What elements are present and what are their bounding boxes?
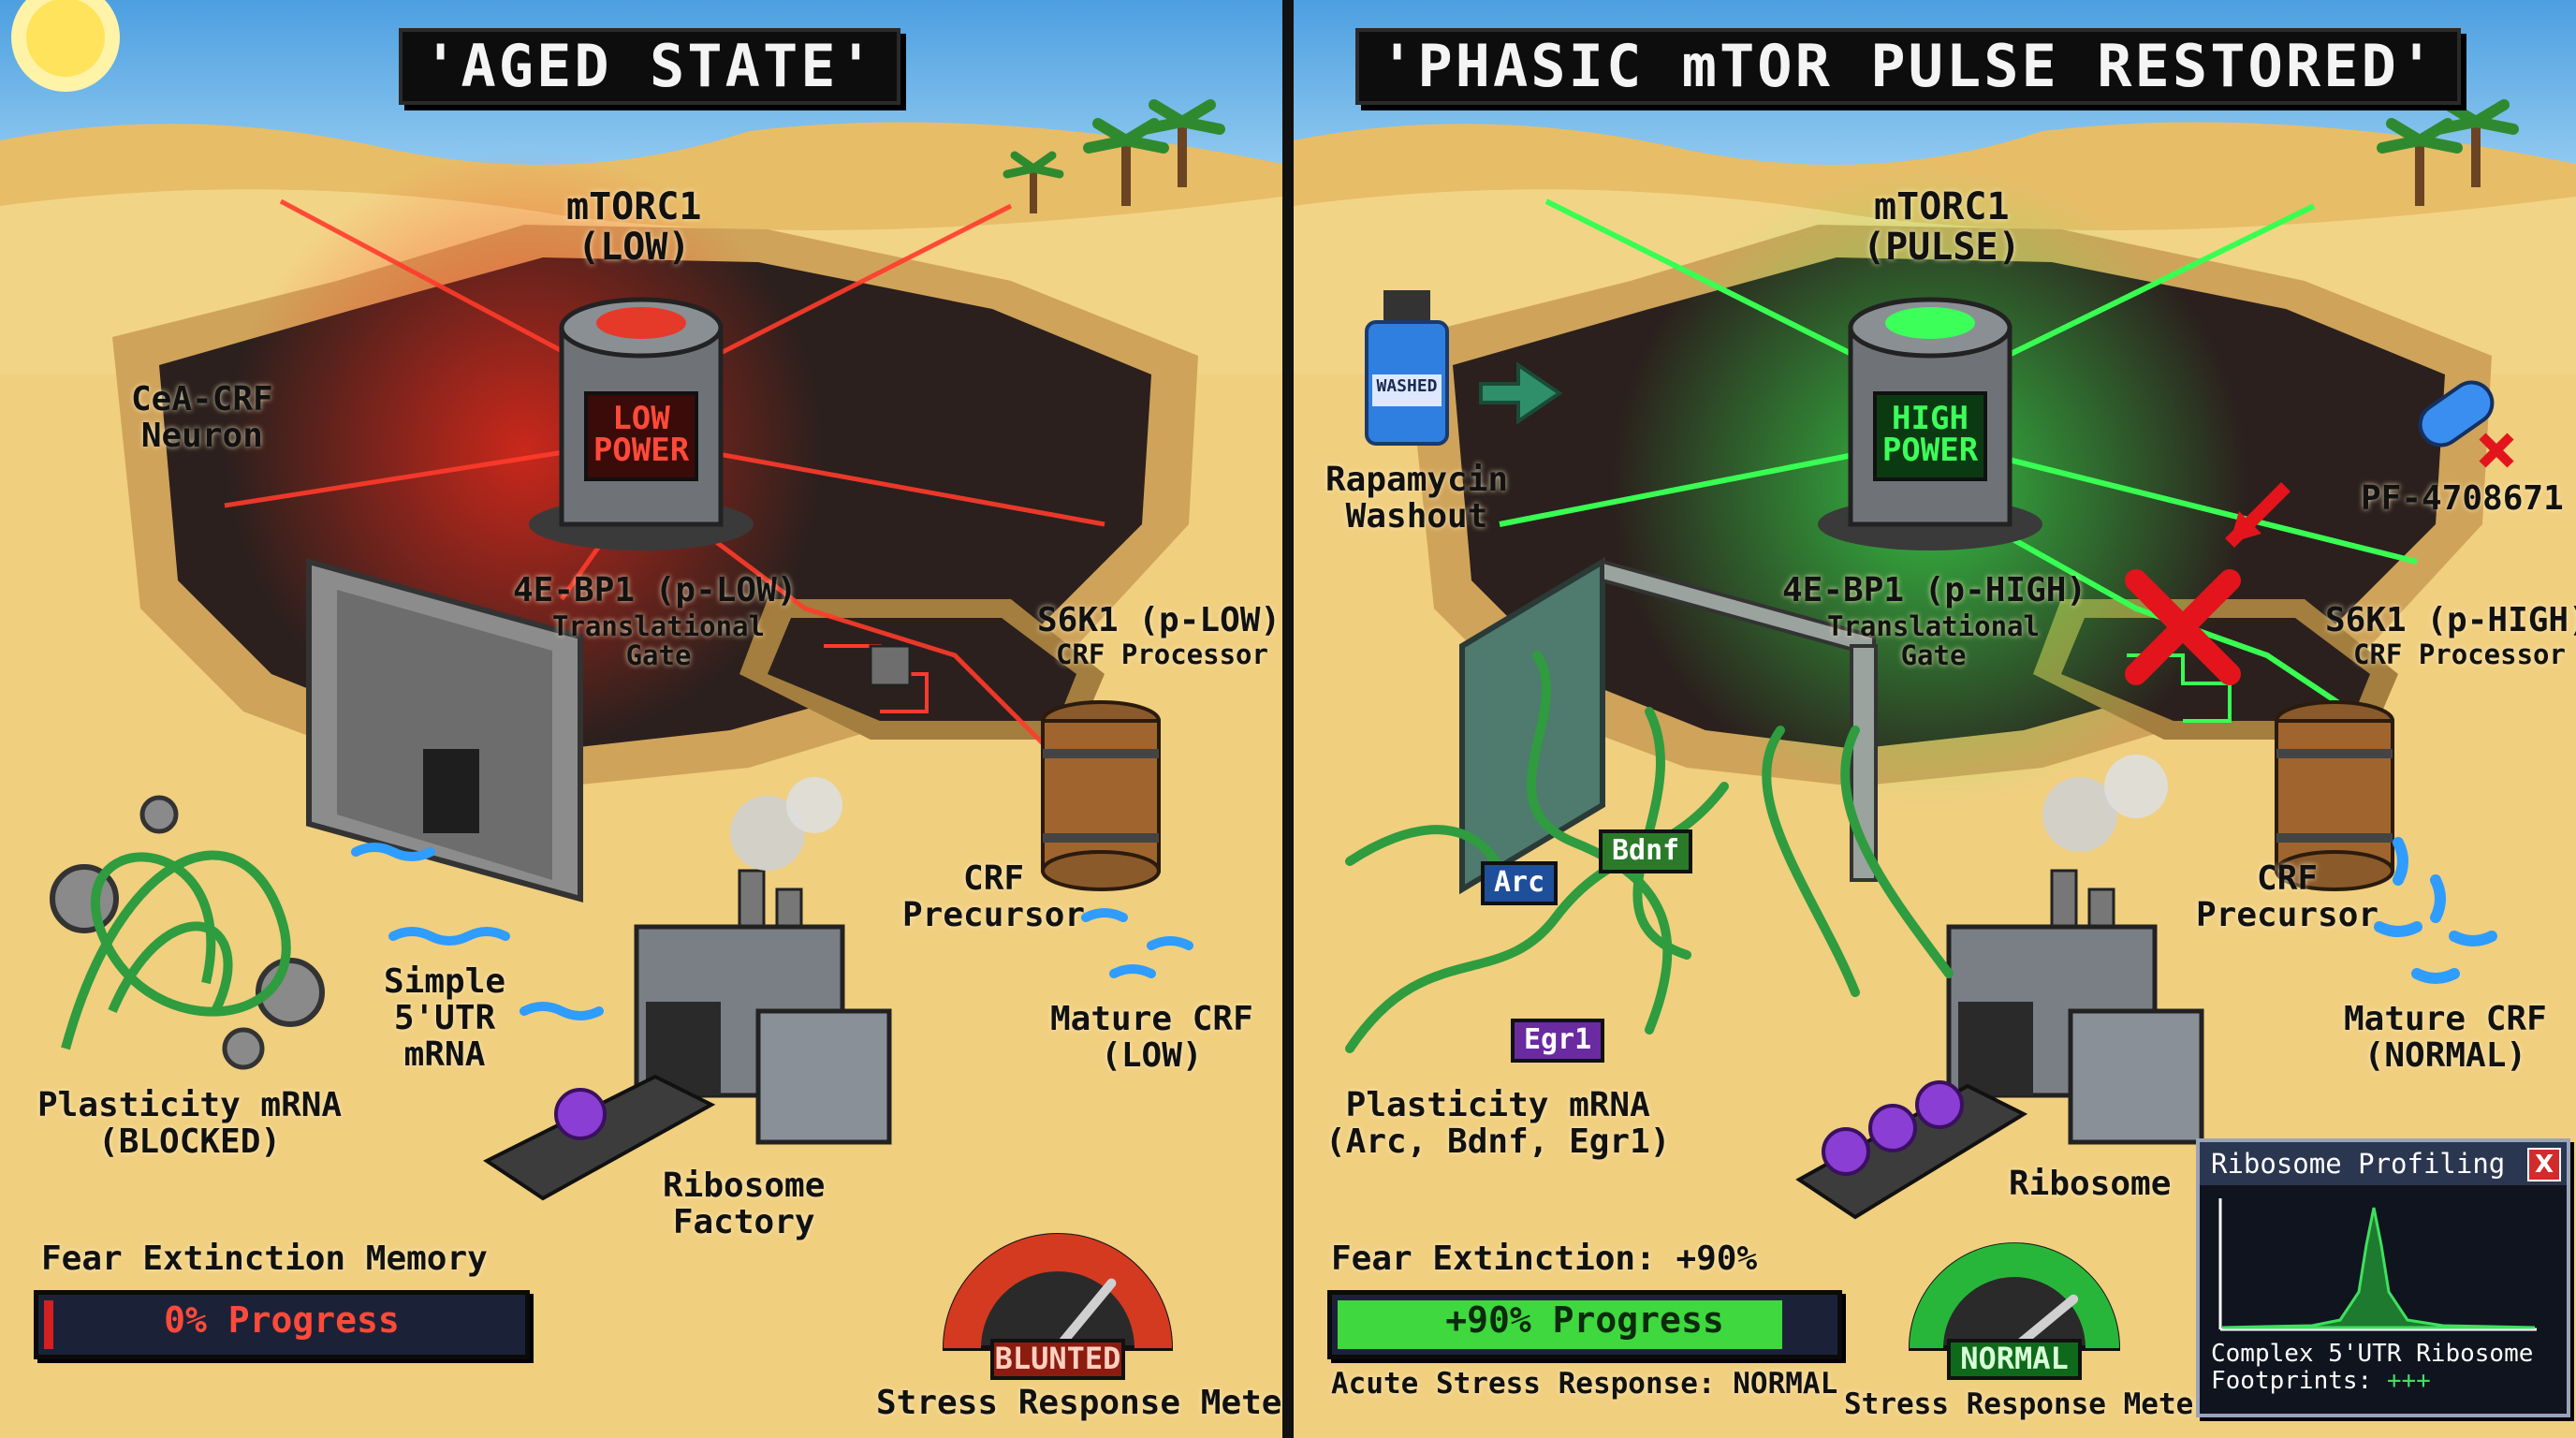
gauge-caption: Stress Response Meter: [876, 1384, 1282, 1422]
egr1-tag: Egr1: [1511, 1019, 1605, 1063]
footprint-plus: +++: [2386, 1366, 2431, 1395]
s6k1-label: S6K1 (p-HIGH): [2325, 601, 2576, 639]
panel-title: 'PHASIC mTOR PULSE RESTORED': [1355, 28, 2462, 105]
gate-sublabel: Translational Gate: [1827, 610, 2040, 672]
s6k1-sublabel: CRF Processor: [1056, 638, 1268, 670]
crf-precursor-label: CRF Precursor: [2196, 859, 2379, 934]
bottle-label: WASHED: [1376, 376, 1438, 396]
acute-stress-label: Acute Stress Response: NORMAL: [1331, 1367, 1838, 1401]
stress-gauge-icon: [1908, 1242, 2121, 1380]
tangled-mrna-gears-icon: [50, 795, 325, 1070]
palm-tree-icon: [2377, 99, 2519, 206]
fear-progress-bar: +90% Progress: [1327, 1290, 1842, 1359]
profile-plot: [2218, 1198, 2537, 1331]
s6k1-label: S6K1 (p-LOW): [1037, 601, 1281, 639]
mtorc1-reactor: [1818, 297, 2042, 550]
fear-extinction-label: Fear Extinction Memory: [41, 1240, 488, 1278]
mrna-strands: [351, 843, 1193, 1020]
translational-gate: [306, 558, 583, 902]
window-title: Ribosome Profiling: [2200, 1142, 2567, 1185]
gauge-value: BLUNTED: [994, 1341, 1121, 1376]
fear-extinction-label: Fear Extinction: +90%: [1331, 1240, 1758, 1278]
s6k1-sublabel: CRF Processor: [2353, 638, 2566, 670]
s6k1-chip: [824, 644, 929, 713]
s6k1-blocked-icon: [2125, 569, 2241, 723]
mtorc1-reactor: [529, 297, 754, 550]
ribosome-factory-icon: [1795, 755, 2204, 1220]
gate-sublabel: Translational Gate: [552, 610, 765, 672]
ribosome-factory-icon: [483, 777, 892, 1201]
crf-precursor-label: CRF Precursor: [902, 859, 1086, 934]
pill-blocked-icon: [2418, 380, 2514, 468]
progress-text: 0% Progress: [164, 1299, 400, 1341]
arrow-right-icon: [1479, 361, 1563, 425]
stress-gauge-icon: [942, 1233, 1174, 1380]
open-translational-gate: [1459, 556, 1878, 895]
reactor-screen: HIGH POWER: [1881, 400, 1979, 469]
plasticity-mrna-label: Plasticity mRNA (Arc, Bdnf, Egr1): [1325, 1086, 1671, 1161]
mature-crf-label: Mature CRF (NORMAL): [2344, 1000, 2547, 1075]
rapamycin-label: Rapamycin Washout: [1325, 461, 1509, 536]
pf-inhibitor-label: PF-4708671: [2361, 479, 2564, 518]
reactor-screen: LOW POWER: [593, 400, 690, 469]
mtorc1-label: mTORC1 (LOW): [566, 185, 702, 270]
mtorc1-label: mTORC1 (PULSE): [1863, 185, 2021, 270]
crf-barrel-icon: [1041, 700, 1161, 891]
crf-barrel-icon: [2275, 700, 2394, 891]
neuron-label: CeA-CRF Neuron: [131, 380, 273, 455]
simple-mrna-label: Simple 5'UTR mRNA: [384, 962, 506, 1074]
mature-crf-label: Mature CRF (LOW): [1050, 1000, 1253, 1075]
sun-icon: [11, 0, 120, 92]
bdnf-tag: Bdnf: [1599, 829, 1693, 873]
restored-panel: 'PHASIC mTOR PULSE RESTORED' mTORC1 (PUL…: [1294, 0, 2576, 1438]
palm-tree-icon: [1003, 99, 1225, 213]
gauge-caption: Stress Response Meter: [1844, 1387, 2211, 1421]
panel-divider: [1282, 0, 1294, 1438]
close-icon[interactable]: X: [2527, 1148, 2561, 1181]
progress-fill: [44, 1300, 53, 1349]
fear-progress-bar: 0% Progress: [34, 1290, 530, 1359]
progress-fill: [1338, 1300, 1782, 1349]
plasticity-mrna-label: Plasticity mRNA (BLOCKED): [37, 1086, 343, 1161]
ribosome-label: Ribosome: [2009, 1165, 2172, 1203]
panel-title: 'AGED STATE': [399, 28, 900, 105]
progress-text: +90% Progress: [1445, 1299, 1724, 1341]
washed-bottle-icon: [1365, 290, 1449, 446]
ribosome-factory-label: Ribosome Factory: [663, 1167, 826, 1241]
gate-label: 4E-BP1 (p-HIGH): [1782, 571, 2087, 609]
ribosome-profiling-window: Ribosome Profiling X Complex 5'UTR Ribos…: [2196, 1138, 2570, 1417]
profile-caption: Complex 5'UTR Ribosome Footprints: +++: [2211, 1340, 2534, 1395]
aged-scene: [0, 0, 1282, 1438]
aged-state-panel: 'AGED STATE' mTORC1 (LOW) LOW POWER CeA-…: [0, 0, 1282, 1438]
gate-label: 4E-BP1 (p-LOW): [513, 571, 798, 609]
mature-crf-strands: [2374, 837, 2497, 984]
arc-tag: Arc: [1481, 861, 1559, 905]
gauge-value: NORMAL: [1960, 1341, 2069, 1376]
